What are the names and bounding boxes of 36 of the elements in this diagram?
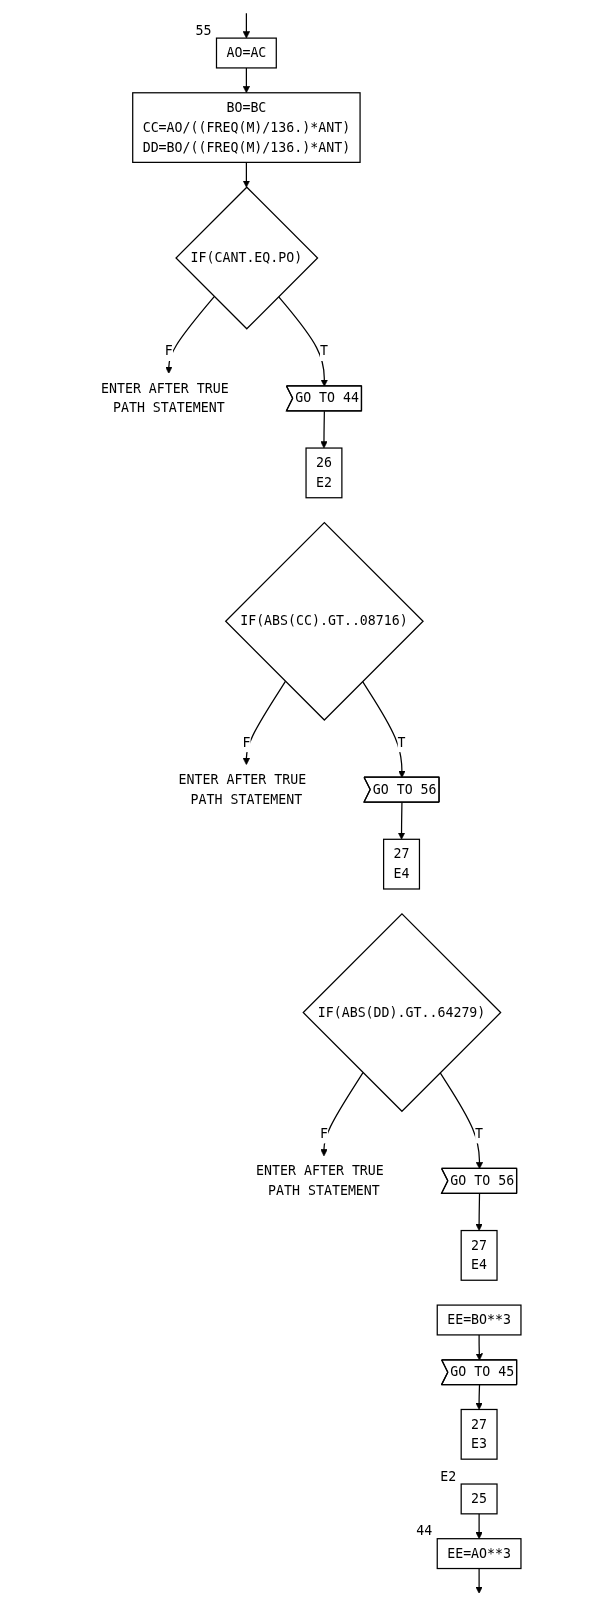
statement-number: 44 — [416, 1523, 433, 1539]
arrow — [320, 410, 328, 449]
arrow — [475, 1384, 483, 1410]
node-box: 26 E2 — [305, 447, 343, 499]
node-diamond: IF(ABS(CC).GT..08716) — [224, 521, 424, 721]
node-box: 27 E4 — [383, 838, 421, 890]
edge-label: F — [242, 734, 251, 750]
edge-label: T — [397, 734, 406, 750]
statement-number: 55 — [195, 22, 212, 38]
node-diamond: IF(CANT.EQ.PO) — [175, 186, 319, 330]
arrow — [320, 1072, 364, 1157]
node-box: EE=AO**3 — [436, 1538, 522, 1570]
node-text: ENTER AFTER TRUE PATH STATEMENT — [100, 380, 229, 416]
edge-label: F — [319, 1125, 328, 1142]
arrow — [475, 1193, 483, 1231]
edge-label: T — [475, 1125, 484, 1142]
arrow — [242, 12, 251, 39]
arrow — [242, 67, 251, 94]
node-box: BO=BC CC=AO/((FREQ(M)/136.)*ANT) DD=BO/((FREQ(M)/136.)*ANT) — [132, 92, 361, 163]
node-box: 25 — [460, 1483, 498, 1515]
arrow — [361, 680, 406, 778]
edge-label: T — [319, 342, 328, 359]
edge-label: F — [164, 342, 173, 359]
node-diamond: IF(ABS(DD).GT..64279) — [302, 912, 502, 1113]
arrow — [242, 680, 287, 766]
node-box: 27 E4 — [460, 1229, 498, 1281]
arrow — [475, 1567, 483, 1594]
node-text: ENTER AFTER TRUE PATH STATEMENT — [178, 771, 307, 807]
arrow — [475, 1513, 483, 1540]
node-text: ENTER AFTER TRUE PATH STATEMENT — [256, 1162, 384, 1199]
node-box: AO=AC — [215, 37, 277, 69]
arrow — [242, 161, 251, 188]
statement-number: E2 — [440, 1468, 457, 1484]
arrow — [165, 296, 215, 374]
node-box: 27 E3 — [460, 1408, 498, 1460]
node-box: EE=BO**3 — [436, 1304, 522, 1336]
